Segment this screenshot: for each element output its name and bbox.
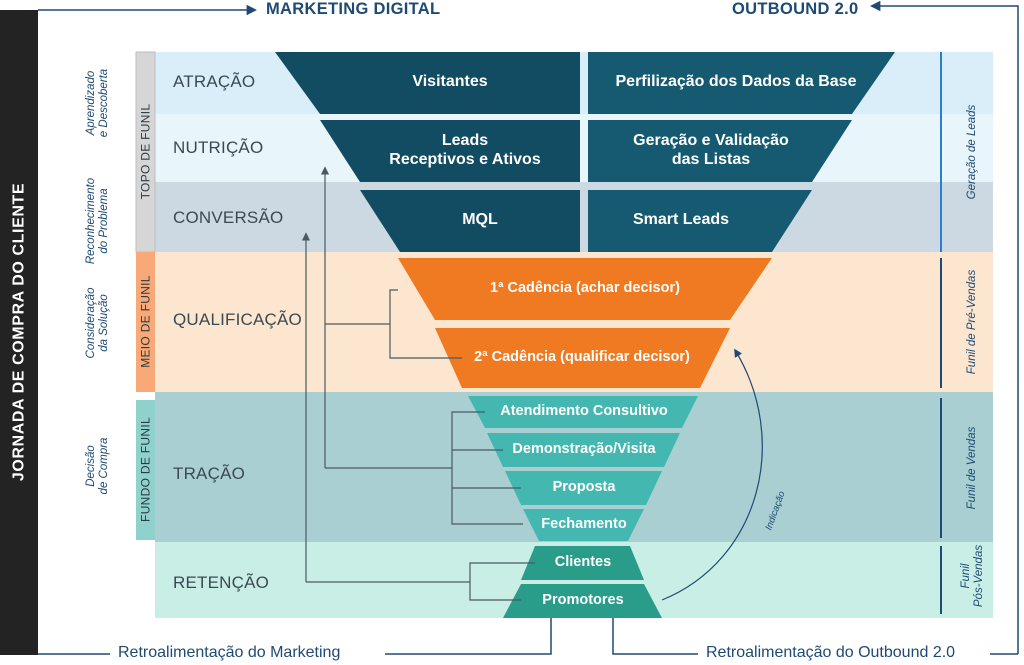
label-geracao-listas: Geração e Validação das Listas xyxy=(633,132,789,168)
footer-retro-marketing: Retroalimentação do Marketing xyxy=(118,644,341,661)
band-box-meio xyxy=(136,252,155,392)
header-marketing-digital: MARKETING DIGITAL xyxy=(266,0,441,18)
footer-retro-outbound: Retroalimentação do Outbound 2.0 xyxy=(706,644,956,661)
label-cadencia-1: 1ª Cadência (achar decisor) xyxy=(490,280,680,297)
label-demonstracao: Demonstração/Visita xyxy=(512,441,656,458)
seg-atendimento xyxy=(468,396,698,428)
right-label-geracao-leads: Geração de Leads xyxy=(966,104,979,200)
stage-retencao: RETENÇÃO xyxy=(173,573,270,592)
footer-line-left xyxy=(385,618,552,655)
seg-proposta xyxy=(505,471,662,505)
header-arrow-right xyxy=(869,0,1019,632)
phase-aprendizado: Aprendizado e Descoberta xyxy=(84,68,110,138)
seg-fechamento xyxy=(523,509,644,541)
phase-decisao: Decisão de Compra xyxy=(84,437,110,495)
label-perfilizacao: Perfilização dos Dados da Base xyxy=(615,72,857,90)
label-visitantes: Visitantes xyxy=(412,72,488,90)
seg-visitantes xyxy=(275,52,580,114)
right-label-pre-vendas: Funil de Pré-Vendas xyxy=(966,269,979,375)
journey-bar xyxy=(0,10,38,655)
band-label-meio: MEIO DE FUNIL xyxy=(138,275,153,368)
right-label-vendas: Funil de Vendas xyxy=(966,426,979,510)
label-atendimento: Atendimento Consultivo xyxy=(500,403,668,420)
band-label-fundo: FUNDO DE FUNIL xyxy=(138,417,153,522)
header-outbound: OUTBOUND 2.0 xyxy=(732,0,859,18)
label-mql: MQL xyxy=(462,210,498,228)
label-promotores: Promotores xyxy=(542,592,624,609)
seg-promotores xyxy=(503,584,662,618)
seg-cadencia-1 xyxy=(398,258,772,320)
band-box-fundo xyxy=(136,400,155,540)
label-cadencia-2: 2ª Cadência (qualificar decisor) xyxy=(474,349,690,366)
referral-arrow xyxy=(661,348,763,601)
seg-geracao-listas xyxy=(588,120,852,182)
footer-line-right xyxy=(612,618,698,655)
right-label-pos-vendas: Funil Pós-Vendas xyxy=(959,544,985,608)
stage-qualificacao: QUALIFICAÇÃO xyxy=(173,310,302,329)
phase-consideracao: Consideração da Solução xyxy=(84,287,110,359)
stage-atracao: ATRAÇÃO xyxy=(173,72,256,91)
band-label-topo: TOPO DE FUNIL xyxy=(138,103,153,200)
label-smart-leads: Smart Leads xyxy=(632,210,730,228)
seg-demonstracao xyxy=(487,433,680,467)
seg-leads xyxy=(320,120,580,182)
stage-conversao: CONVERSÃO xyxy=(173,208,284,227)
seg-smart-leads xyxy=(588,190,812,252)
seg-clientes xyxy=(521,546,644,580)
journey-title: JORNADA DE COMPRA DO CLIENTE xyxy=(10,182,28,482)
stage-tracao: TRAÇÃO xyxy=(173,464,246,483)
label-proposta: Proposta xyxy=(552,479,616,496)
label-leads: Leads Receptivos e Ativos xyxy=(389,132,541,168)
seg-cadencia-2 xyxy=(435,328,730,388)
label-clientes: Clientes xyxy=(554,554,612,571)
stage-nutricao: NUTRIÇÃO xyxy=(173,138,264,157)
label-fechamento: Fechamento xyxy=(541,516,627,533)
seg-mql xyxy=(360,190,580,252)
seg-perfilizacao xyxy=(588,52,895,114)
